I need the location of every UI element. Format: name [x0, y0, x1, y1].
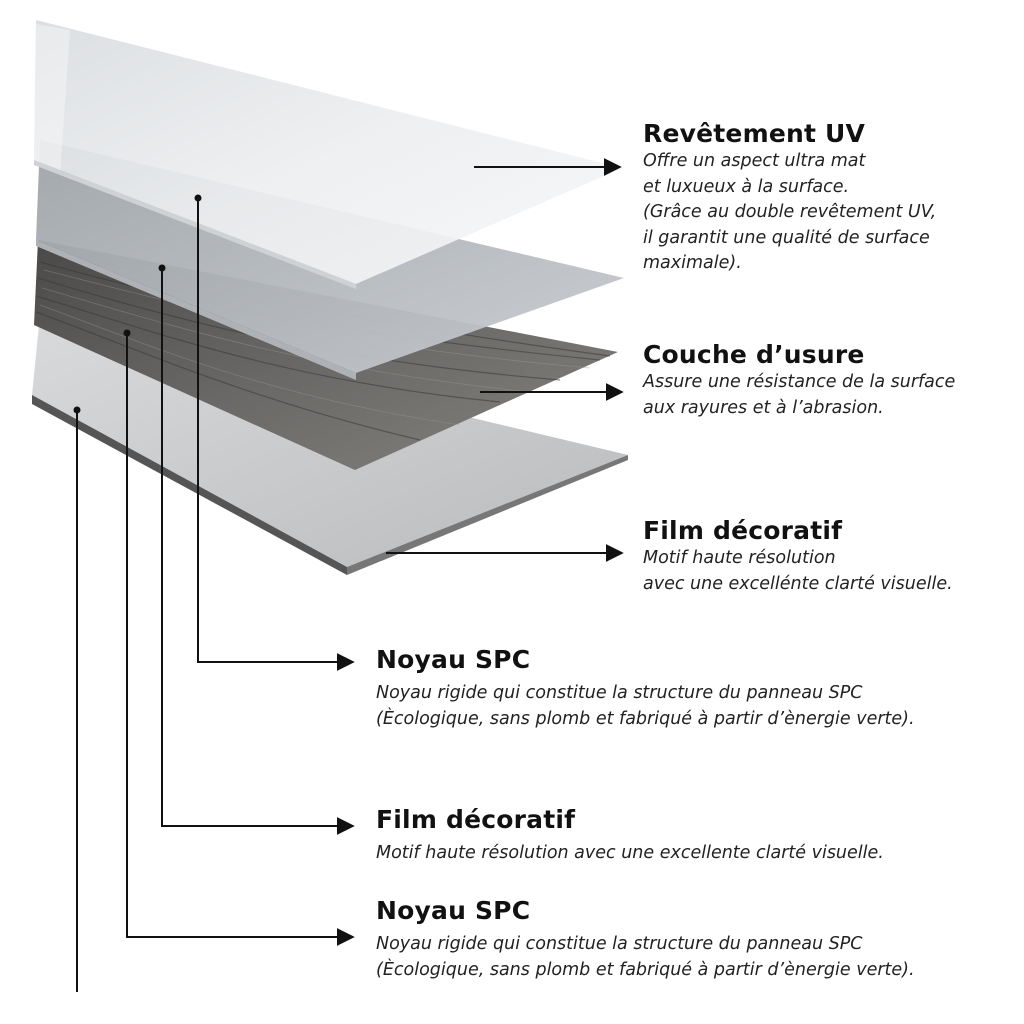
label-spc-core-1: Noyau SPC Noyau rigide qui constitue la …	[376, 645, 915, 732]
leader-spc-core-1	[197, 198, 355, 671]
description-line: Assure une résistance de la surface	[643, 372, 956, 392]
label-description: Motif haute résolution avec une excellen…	[376, 841, 884, 867]
description-line: Noyau rigide qui constitue la structure …	[376, 683, 863, 703]
label-title: Couche d’usure	[643, 340, 865, 369]
description-line: Noyau rigide qui constitue la structure …	[376, 934, 863, 954]
leader-dot-decor-film-2	[158, 264, 166, 272]
label-title: Film décoratif	[643, 516, 843, 545]
label-decor-film-2: Film décoratif Motif haute résolution av…	[376, 805, 884, 867]
leader-spc-core-2	[126, 333, 355, 946]
label-decor-film-1: Film décoratif Motif haute résolution av…	[643, 516, 953, 597]
label-title: Noyau SPC	[376, 896, 531, 925]
description-line: Offre un aspect ultra mat	[643, 151, 866, 171]
leader-decor-film-2	[161, 268, 355, 835]
leader-dot-spc-core-1	[194, 194, 202, 202]
label-description: Assure une résistance de la surface aux …	[643, 370, 955, 421]
label-title: Noyau SPC	[376, 645, 531, 674]
description-line: Motif haute résolution avec une excellen…	[376, 843, 884, 863]
description-line: (Ècologique, sans plomb et fabriqué à pa…	[376, 708, 915, 729]
label-uv-coating: Revêtement UV Offre un aspect ultra mat …	[643, 119, 936, 277]
label-description: Noyau rigide qui constitue la structure …	[376, 932, 915, 983]
leader-dot-spc-core-2	[123, 329, 131, 337]
description-line: il garantit une qualité de surface	[643, 227, 930, 248]
label-spc-core-2: Noyau SPC Noyau rigide qui constitue la …	[376, 896, 915, 983]
label-title: Film décoratif	[376, 805, 576, 834]
description-line: (Grâce au double revêtement UV,	[643, 202, 937, 222]
description-line: aux rayures et à l’abrasion.	[643, 397, 884, 418]
leader-dot-bottom-core	[73, 406, 81, 414]
description-line: maximale).	[643, 253, 742, 273]
label-description: Noyau rigide qui constitue la structure …	[376, 681, 915, 732]
label-description: Offre un aspect ultra mat et luxueux à l…	[643, 149, 936, 277]
description-line: (Ècologique, sans plomb et fabriqué à pa…	[376, 959, 915, 980]
label-title: Revêtement UV	[643, 119, 866, 148]
description-line: et luxueux à la surface.	[643, 176, 850, 197]
label-wear-layer: Couche d’usure Assure une résistance de …	[643, 340, 955, 421]
description-line: Motif haute résolution	[643, 548, 836, 568]
uv-coating-sheet	[34, 20, 622, 289]
description-line: avec une excelléntе clarté visuelle.	[643, 573, 953, 594]
label-description: Motif haute résolution avec une excellén…	[643, 546, 953, 597]
